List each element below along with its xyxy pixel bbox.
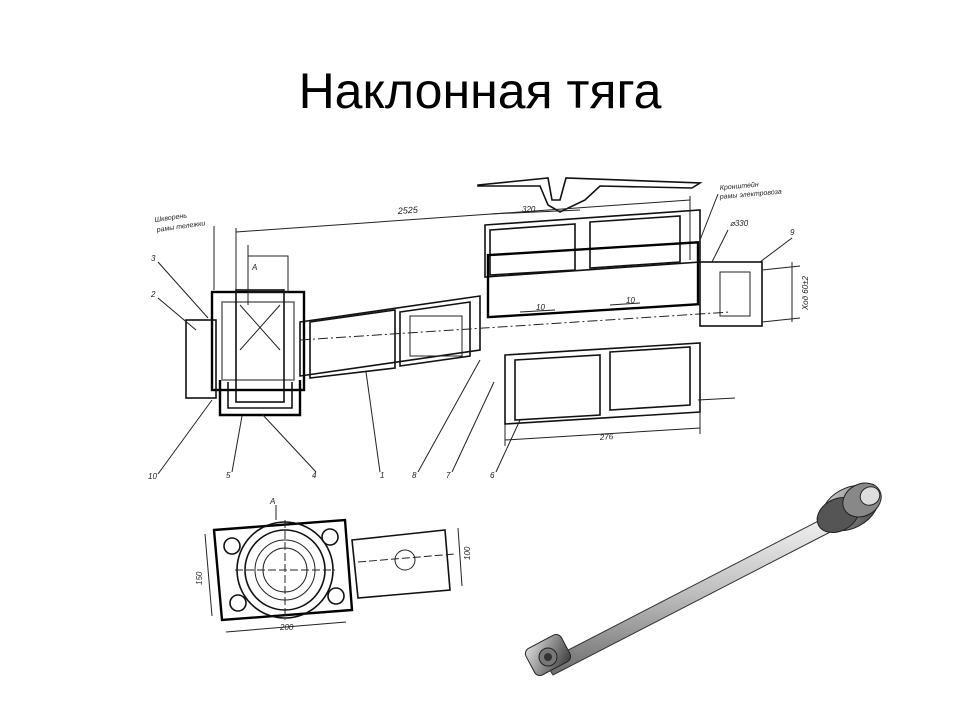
callout-2: 2 xyxy=(150,290,156,299)
inner-dim-left: 10 xyxy=(536,303,545,312)
callout-6: 6 xyxy=(490,471,495,480)
bottom-dimension-text: 276 xyxy=(599,432,614,442)
section-view-mark: А xyxy=(269,497,275,506)
callouts: 3 2 10 5 4 1 8 7 6 9 xyxy=(148,228,795,481)
rod-body xyxy=(299,295,731,379)
top-dimension-text: 320 xyxy=(522,205,536,214)
top-dimension: 320 xyxy=(489,205,581,215)
left-note-line1: Шкворень xyxy=(154,212,187,223)
rod-3d-render xyxy=(524,482,882,677)
slide-title: Наклонная тяга xyxy=(298,63,662,119)
bottom-dimension: 276 xyxy=(504,412,701,446)
rubber-block-assembly: 10 10 xyxy=(484,209,701,425)
view-height-dim: 150 xyxy=(195,571,204,585)
callout-7: 7 xyxy=(446,471,451,480)
right-bracket: Ход 60±2 ⌀330 xyxy=(697,219,810,401)
callout-3: 3 xyxy=(151,254,156,263)
callout-10: 10 xyxy=(148,472,157,481)
callout-1: 1 xyxy=(380,471,384,480)
section-mark-a: А xyxy=(251,263,257,272)
top-rail xyxy=(477,177,703,213)
travel-dimension: Ход 60±2 xyxy=(801,275,810,311)
section-view-a: А 200 150 100 xyxy=(195,497,472,633)
callout-4: 4 xyxy=(312,471,317,480)
view-right-dim: 100 xyxy=(463,546,472,560)
inner-dim-right: 10 xyxy=(626,296,635,305)
callout-8: 8 xyxy=(412,471,417,480)
view-width-dim: 200 xyxy=(279,623,294,632)
diameter-label: ⌀330 xyxy=(730,219,749,228)
right-note-line1: Кронштейн xyxy=(719,181,759,192)
rod-3d-right-end xyxy=(816,482,882,534)
rod-3d-left-end xyxy=(524,633,572,677)
overall-dimension: 2525 xyxy=(235,196,691,300)
callout-9: 9 xyxy=(790,228,795,237)
left-pin-assembly xyxy=(185,245,306,417)
callout-5: 5 xyxy=(226,471,231,480)
overall-dimension-text: 2525 xyxy=(396,205,419,217)
